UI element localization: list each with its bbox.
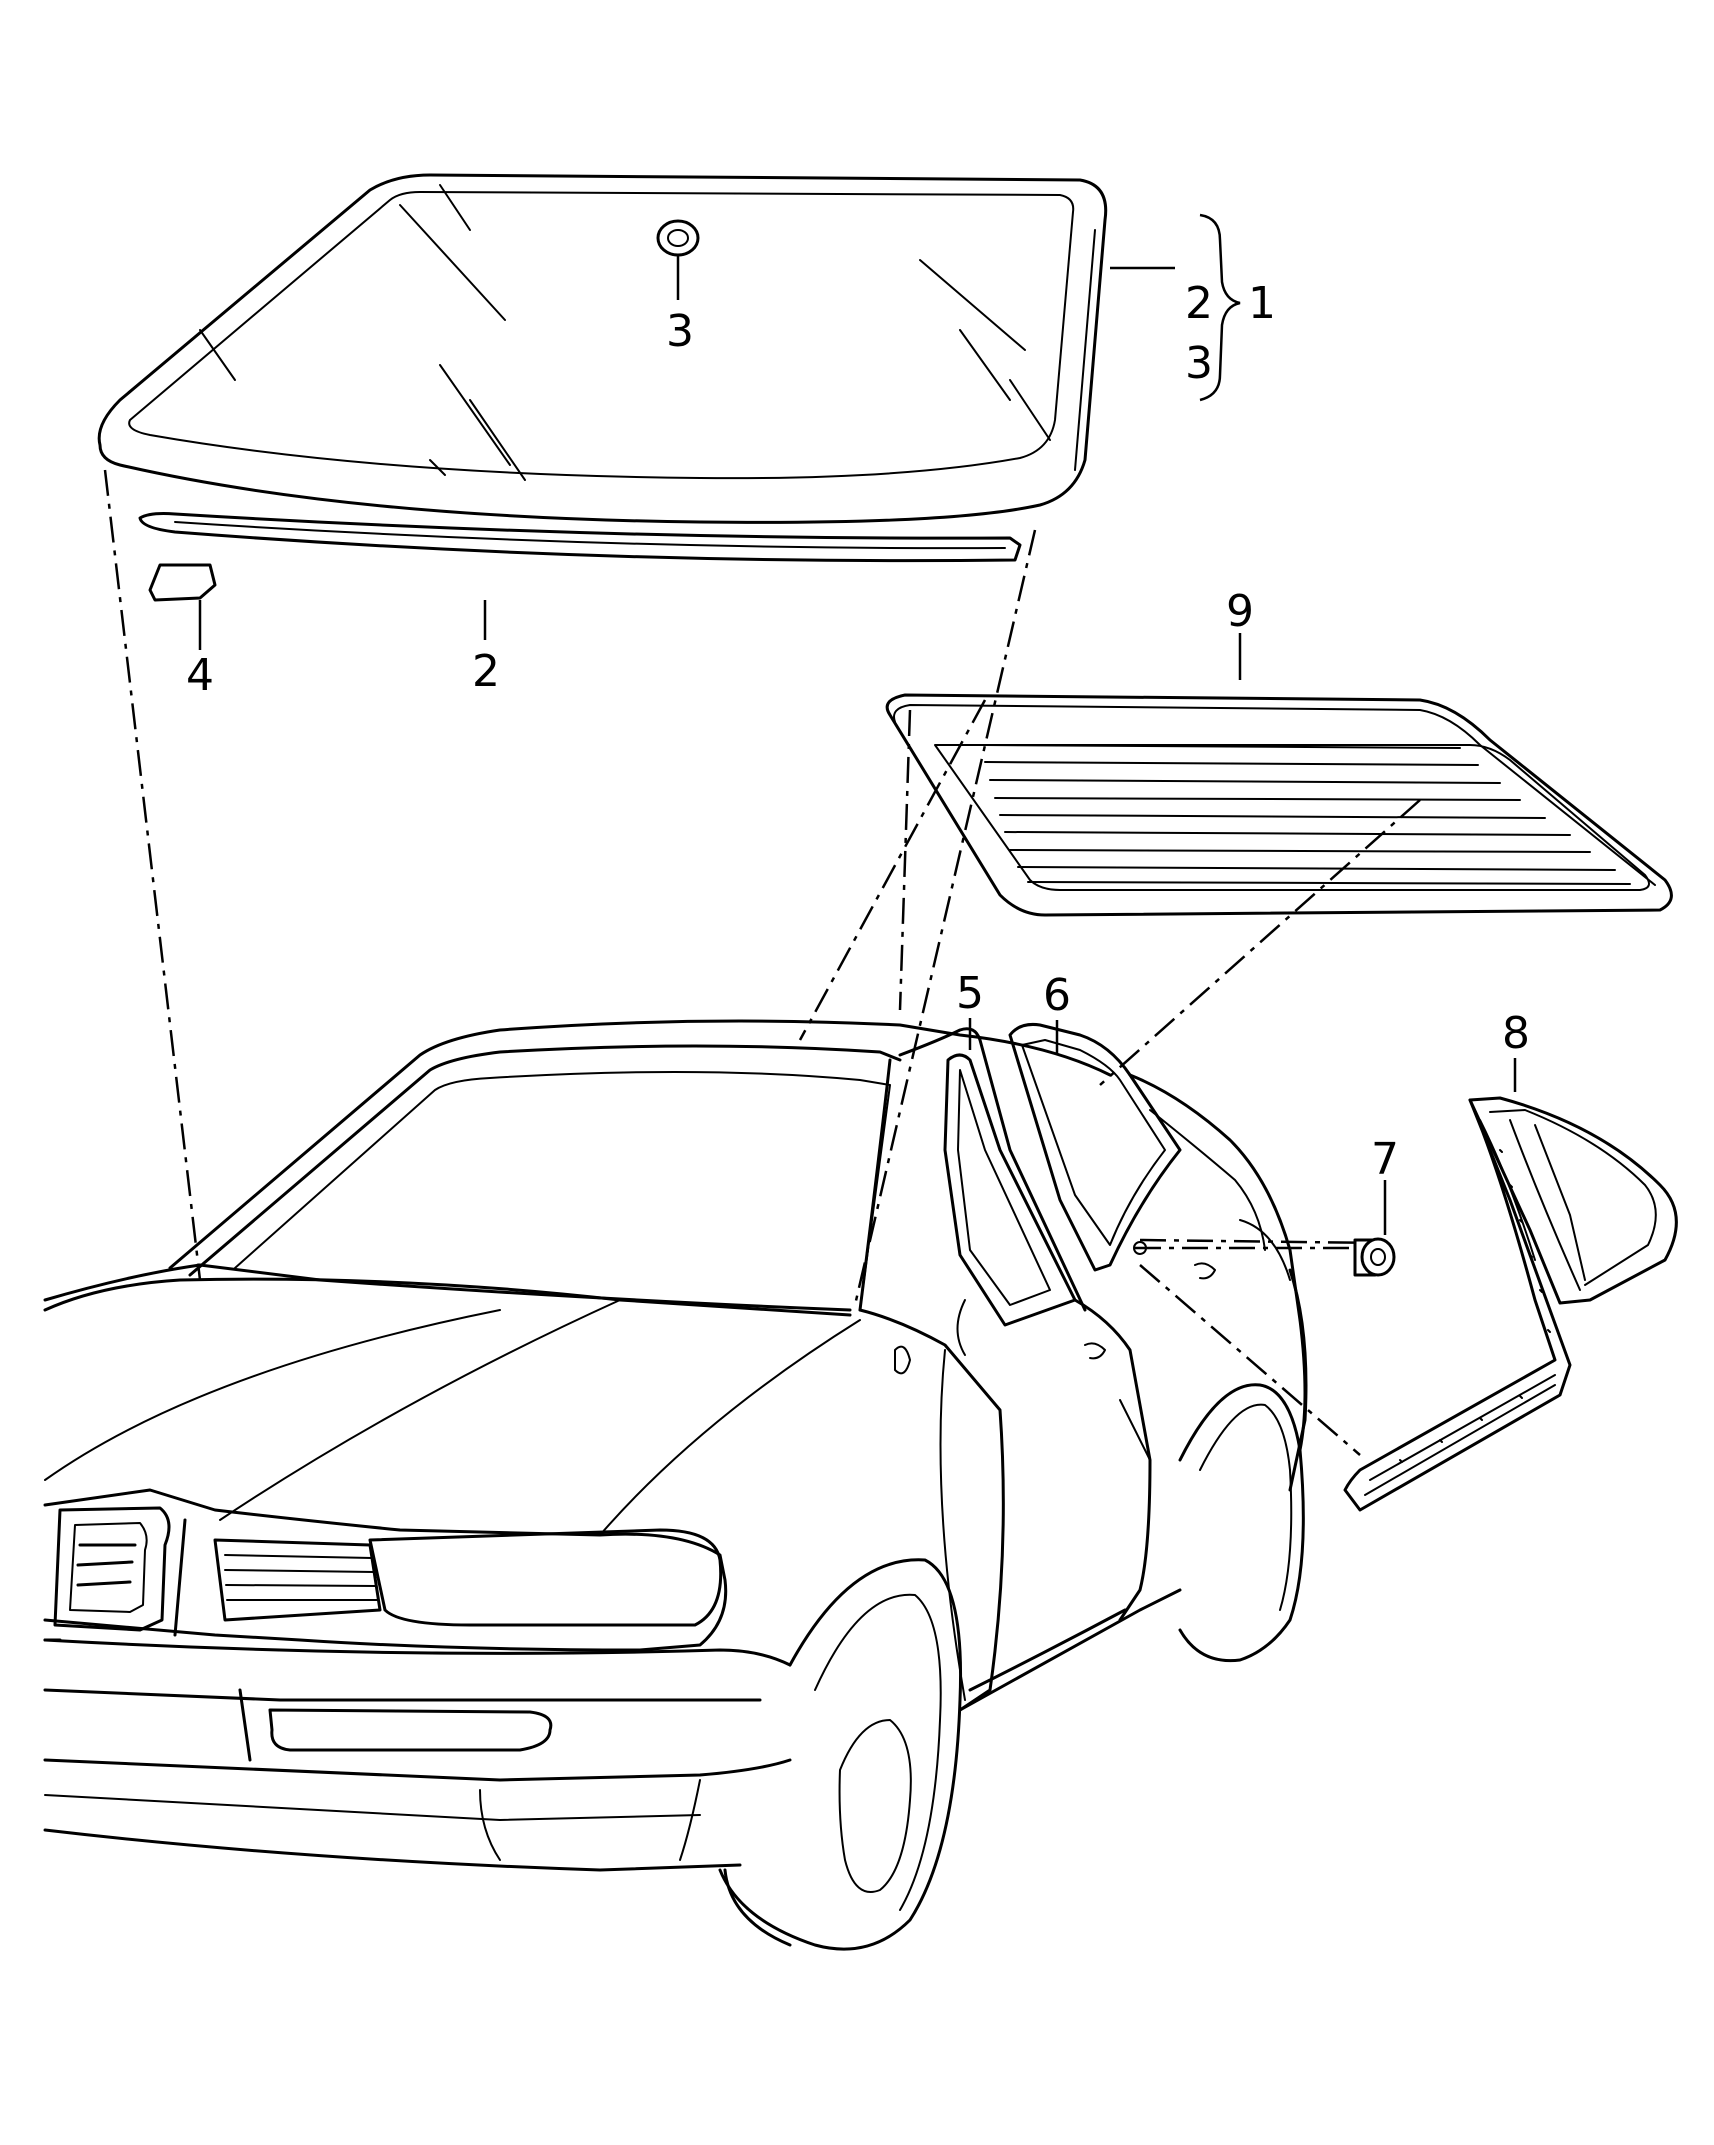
callout-9: 9 <box>1226 586 1254 637</box>
windscreen-seal <box>138 512 1022 640</box>
callout-8: 8 <box>1502 1008 1530 1059</box>
rear-window <box>885 633 1673 917</box>
assembly-lines <box>103 469 1421 1456</box>
quarter-glass <box>1343 1058 1678 1512</box>
callout-3: 3 <box>666 306 694 357</box>
callout-5: 5 <box>956 968 984 1019</box>
callout-1: 1 <box>1248 278 1276 329</box>
windscreen <box>97 173 1108 524</box>
callout-4: 4 <box>186 650 214 701</box>
callout-2: 2 <box>472 646 500 697</box>
sensor-mount <box>656 219 700 300</box>
callout-6: 6 <box>1043 970 1071 1021</box>
callout-bracket <box>1110 213 1241 402</box>
glass-clip <box>1133 1180 1396 1277</box>
callout-2-bracket: 2 <box>1185 278 1213 329</box>
car-body <box>43 1019 1308 1951</box>
callout-7: 7 <box>1371 1134 1399 1185</box>
callout-3-bracket: 3 <box>1185 338 1213 389</box>
spacer-block <box>148 563 217 650</box>
